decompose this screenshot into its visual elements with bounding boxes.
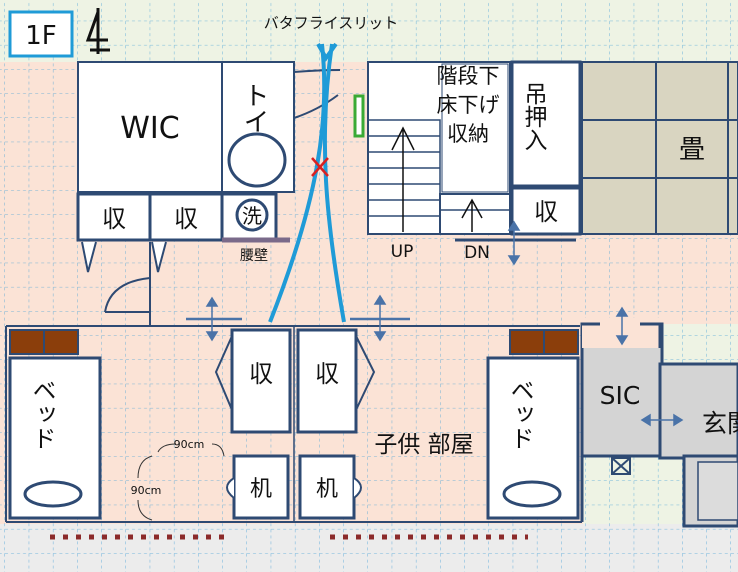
storage-1 bbox=[76, 192, 152, 242]
chair-left-icon bbox=[226, 477, 235, 499]
genkan-box bbox=[697, 461, 738, 521]
down-arrow-icon bbox=[461, 198, 483, 232]
stair-storage-label: 階段下床下げ収納 bbox=[436, 64, 500, 146]
toilet-bowl-icon bbox=[227, 132, 287, 188]
dim-width-arc bbox=[157, 443, 225, 457]
up-arrow-icon bbox=[391, 126, 415, 232]
dim-width-label: 90cm bbox=[174, 438, 205, 451]
storage-3 bbox=[510, 186, 582, 236]
dim-depth-label: 90cm bbox=[131, 484, 162, 497]
slit-label: バタフライスリット bbox=[264, 14, 399, 32]
toilet-door-arc-2 bbox=[293, 94, 339, 119]
storage-4 bbox=[230, 328, 292, 434]
floor-badge: 1F bbox=[25, 21, 57, 51]
bed-right-label: ベッド bbox=[506, 378, 534, 450]
toilet-door-arc bbox=[293, 69, 341, 73]
hanging-closet bbox=[510, 60, 582, 188]
arrow-group bbox=[186, 220, 684, 427]
door-swing-arc bbox=[104, 277, 151, 313]
storage-5-label: 収 bbox=[315, 360, 339, 388]
sic-label: SIC bbox=[600, 381, 641, 410]
butterfly-slit-lines bbox=[268, 42, 346, 323]
genkan-label: 玄関 bbox=[702, 409, 738, 438]
tatami-area bbox=[581, 61, 738, 235]
storage-5-doors bbox=[355, 335, 376, 411]
sic-window-icon bbox=[611, 457, 631, 475]
pillow-left-icon bbox=[23, 480, 83, 508]
storage-2-label: 収 bbox=[174, 205, 198, 233]
storage-1-label: 収 bbox=[102, 205, 126, 233]
stair-storage bbox=[441, 63, 509, 193]
center-mark-icon bbox=[311, 157, 329, 177]
koshikabe-label: 腰壁 bbox=[240, 248, 268, 264]
slit-marker bbox=[353, 94, 365, 138]
north-arrow-icon bbox=[85, 8, 110, 54]
storage-3-label: 収 bbox=[534, 198, 558, 226]
dn-label: DN bbox=[464, 243, 490, 263]
wash-basin-icon bbox=[235, 198, 269, 232]
up-label: UP bbox=[391, 242, 414, 262]
pillow-right-icon bbox=[502, 480, 562, 508]
storage-2 bbox=[148, 192, 224, 242]
desk-right bbox=[298, 454, 356, 520]
floor-badge-box bbox=[8, 10, 74, 58]
bed-left-label: ベッド bbox=[28, 378, 56, 450]
hanging-closet-label: 吊押入 bbox=[520, 82, 548, 151]
wic-room bbox=[77, 61, 223, 193]
stairs-up bbox=[367, 119, 441, 235]
storage-5 bbox=[296, 328, 358, 434]
stair-storage-text-box: 階段下床下げ収納 bbox=[436, 64, 500, 146]
desk-left-label: 机 bbox=[250, 477, 272, 502]
desk-right-label: 机 bbox=[316, 477, 338, 502]
bracket-right bbox=[151, 241, 167, 273]
bracket-left bbox=[81, 241, 97, 273]
storage-4-label: 収 bbox=[249, 360, 273, 388]
dim-depth-arc bbox=[137, 455, 153, 521]
chair-right-icon bbox=[353, 477, 362, 499]
wash-label: 洗 bbox=[242, 204, 262, 228]
wic-label: WIC bbox=[120, 111, 179, 146]
tatami-label: 畳 bbox=[679, 135, 705, 165]
kids-room-label: 子供 部屋 bbox=[374, 432, 473, 458]
stairs-down bbox=[439, 193, 511, 235]
storage-4-doors bbox=[214, 335, 233, 411]
